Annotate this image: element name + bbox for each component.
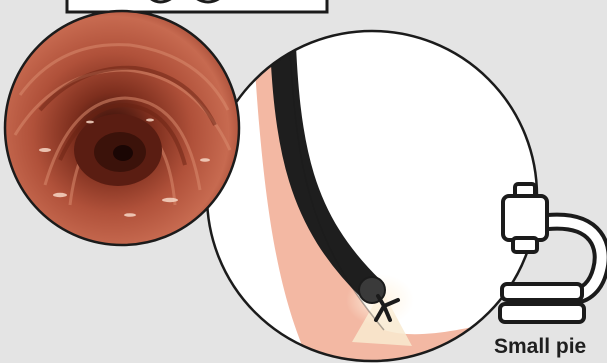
- top-label-box: [67, 0, 327, 12]
- caption-fragment: Small pie: [494, 336, 586, 357]
- magnified-colon-section: [207, 20, 537, 363]
- colon-endoscopy-photo-icon: [5, 11, 239, 245]
- endoscope-control-unit-icon: [500, 184, 602, 322]
